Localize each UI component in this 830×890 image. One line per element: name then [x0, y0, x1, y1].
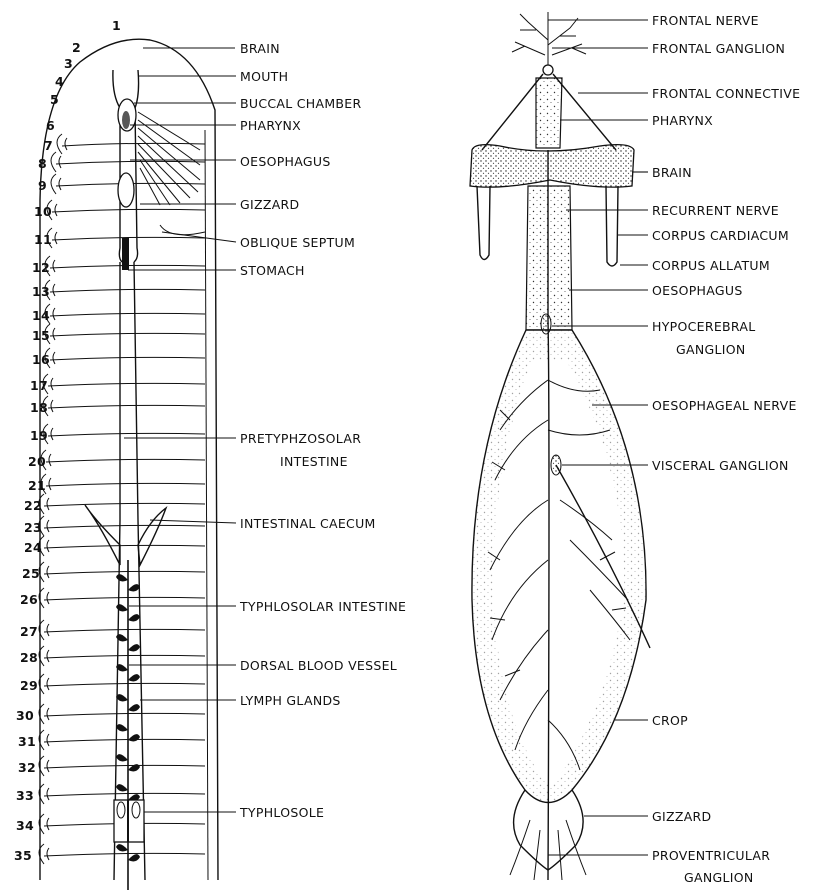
- label-stomach: STOMACH: [240, 263, 305, 278]
- label-gizzard-right: GIZZARD: [652, 809, 711, 824]
- label-hypocerebral-2: GANGLION: [676, 342, 746, 357]
- segment-number-35: 35: [14, 848, 32, 863]
- pharynx-tube: [536, 78, 562, 148]
- label-oesophagus-left: OESOPHAGUS: [240, 154, 331, 169]
- label-recurrent-nerve: RECURRENT NERVE: [652, 203, 779, 218]
- label-brain-right: BRAIN: [652, 165, 692, 180]
- segment-number-10: 10: [34, 204, 52, 219]
- segment-number-19: 19: [30, 428, 48, 443]
- segment-number-22: 22: [24, 498, 42, 513]
- label-crop: CROP: [652, 713, 688, 728]
- segment-number-17: 17: [30, 378, 48, 393]
- worm-body-wall-right: [205, 130, 208, 880]
- segment-number-13: 13: [32, 284, 50, 299]
- label-typhlosole: TYPHLOSOLE: [239, 805, 324, 820]
- segment-number-3: 3: [64, 56, 73, 71]
- label-mouth: MOUTH: [240, 69, 288, 84]
- segment-number-32: 32: [18, 760, 36, 775]
- segment-number-12: 12: [32, 260, 50, 275]
- segment-number-8: 8: [38, 156, 47, 171]
- segment-number-9: 9: [38, 178, 47, 193]
- segment-number-34: 34: [16, 818, 34, 833]
- oesophagus-tube: [526, 186, 572, 330]
- label-pretyphlosolar-2: INTESTINE: [280, 454, 348, 469]
- segment-number-33: 33: [16, 788, 34, 803]
- label-oesophageal-nerve: OESOPHAGEAL NERVE: [652, 398, 797, 413]
- segment-number-25: 25: [22, 566, 40, 581]
- label-lymph-glands: LYMPH GLANDS: [240, 693, 341, 708]
- label-typhlosolar-intestine: TYPHLOSOLAR INTESTINE: [239, 599, 406, 614]
- label-gizzard-left: GIZZARD: [240, 197, 299, 212]
- label-brain-left: BRAIN: [240, 41, 280, 56]
- earthworm-alimentary-canal-figure: [39, 39, 218, 890]
- label-pretyphlosolar-1: PRETYPHZOSOLAR: [240, 431, 361, 446]
- label-frontal-nerve: FRONTAL NERVE: [652, 13, 759, 28]
- label-pharynx-right: PHARYNX: [652, 113, 713, 128]
- label-proventricular-2: GANGLION: [684, 870, 754, 885]
- label-proventricular-1: PROVENTRICULAR: [652, 848, 770, 863]
- gizzard-shape: [118, 173, 134, 207]
- label-pharynx-left: PHARYNX: [240, 118, 301, 133]
- brain-shape: [470, 145, 634, 187]
- label-frontal-ganglion: FRONTAL GANGLION: [652, 41, 785, 56]
- label-frontal-connective: FRONTAL CONNECTIVE: [652, 86, 800, 101]
- segment-number-20: 20: [28, 454, 46, 469]
- label-dorsal-blood-vessel: DORSAL BLOOD VESSEL: [240, 658, 397, 673]
- segment-number-5: 5: [50, 92, 59, 107]
- segment-number-24: 24: [24, 540, 42, 555]
- intestinal-caecum-left: [85, 505, 120, 565]
- segment-number-27: 27: [20, 624, 38, 639]
- segment-number-21: 21: [28, 478, 46, 493]
- segment-number-labels: 1234567891011121314151617181920212223242…: [14, 18, 121, 863]
- segment-number-31: 31: [18, 734, 36, 749]
- segment-number-6: 6: [46, 118, 55, 133]
- segment-number-4: 4: [55, 74, 64, 89]
- segment-number-16: 16: [32, 352, 50, 367]
- segment-number-7: 7: [44, 138, 53, 153]
- segment-number-2: 2: [72, 40, 81, 55]
- label-corpus-cardiacum: CORPUS CARDIACUM: [652, 228, 789, 243]
- segment-number-14: 14: [32, 308, 50, 323]
- segment-number-26: 26: [20, 592, 38, 607]
- segment-number-11: 11: [34, 232, 52, 247]
- segment-number-23: 23: [24, 520, 42, 535]
- segment-number-18: 18: [30, 400, 48, 415]
- segment-number-15: 15: [32, 328, 50, 343]
- label-buccal-chamber: BUCCAL CHAMBER: [240, 96, 362, 111]
- frontal-ganglion-shape: [543, 65, 553, 75]
- label-corpus-allatum: CORPUS ALLATUM: [652, 258, 770, 273]
- label-visceral-ganglion: VISCERAL GANGLION: [652, 458, 789, 473]
- segment-number-28: 28: [20, 650, 38, 665]
- insect-stomatogastric-figure: [470, 12, 650, 880]
- segment-number-29: 29: [20, 678, 38, 693]
- label-intestinal-caecum: INTESTINAL CAECUM: [240, 516, 376, 531]
- label-oesophagus-right: OESOPHAGUS: [652, 283, 743, 298]
- frontal-nerve-branches: [512, 12, 586, 70]
- label-hypocerebral-1: HYPOCEREBRAL: [652, 319, 756, 334]
- segment-number-1: 1: [112, 18, 121, 33]
- intestinal-caecum-right: [138, 508, 166, 565]
- segment-number-30: 30: [16, 708, 34, 723]
- label-oblique-septum: OBLIQUE SEPTUM: [240, 235, 355, 250]
- hypocerebral-ganglion-shape: [541, 314, 551, 334]
